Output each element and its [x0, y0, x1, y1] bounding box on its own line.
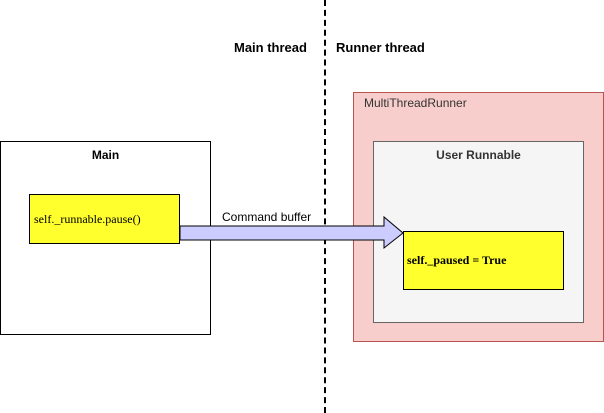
main-container-title: Main	[91, 148, 120, 162]
command-buffer-arrow-shape	[179, 215, 404, 250]
pause-call-node[interactable]: self._runnable.pause()	[29, 194, 180, 244]
main-thread-label: Main thread	[234, 40, 307, 55]
command-buffer-label: Command buffer	[222, 210, 312, 224]
pause-call-text: self._runnable.pause()	[34, 211, 141, 226]
multithread-runner-title: MultiThreadRunner	[364, 96, 467, 110]
thread-divider	[324, 0, 326, 413]
paused-assignment-node[interactable]: self._paused = True	[403, 231, 564, 290]
user-runnable-title: User Runnable	[436, 148, 521, 162]
runner-thread-label: Runner thread	[336, 40, 425, 55]
paused-assignment-text: self._paused = True	[407, 253, 507, 267]
